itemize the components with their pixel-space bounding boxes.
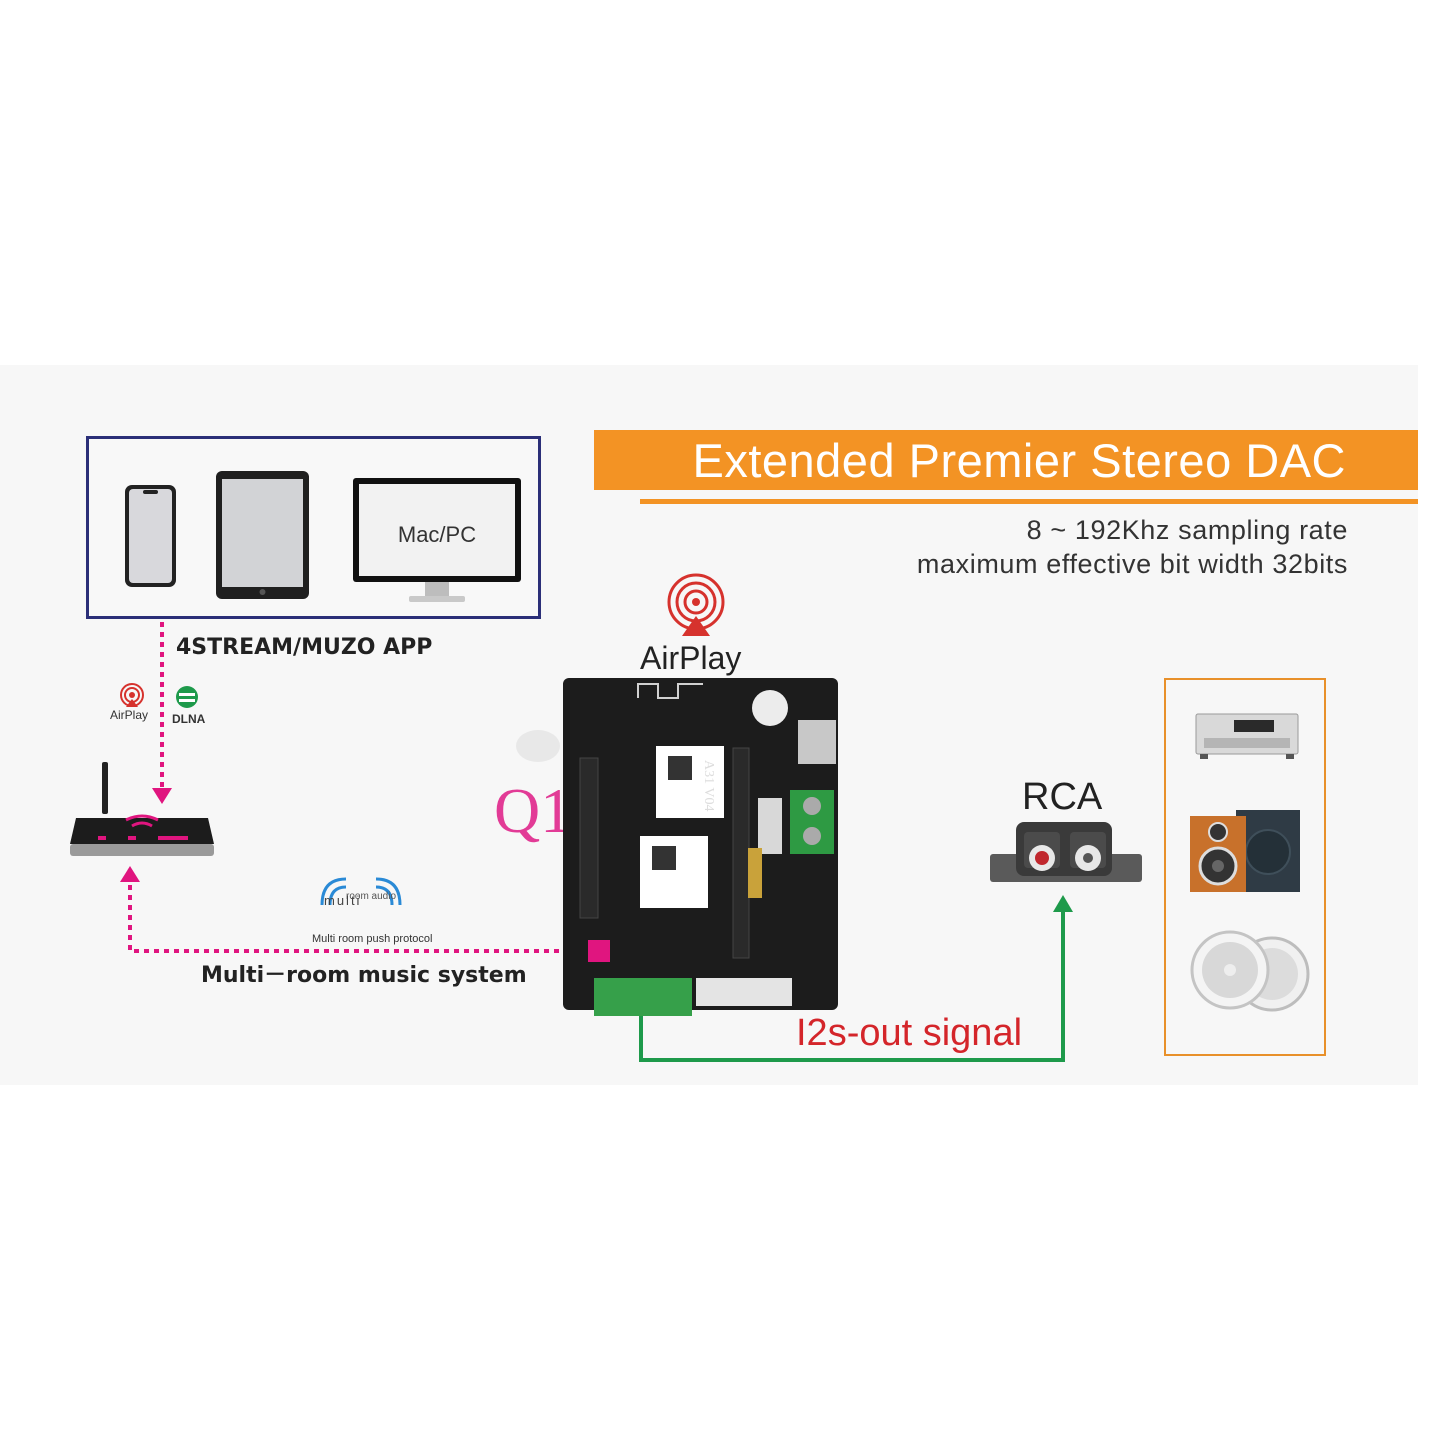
ceiling-speaker-icon bbox=[1190, 930, 1310, 1012]
smartphone-icon bbox=[125, 485, 176, 587]
product-title-banner: Extended Premier Stereo DAC bbox=[594, 430, 1418, 490]
spec-sampling-rate: 8 ~ 192Khz sampling rate bbox=[1026, 515, 1348, 545]
spec-bit-width: maximum effective bit width 32bits bbox=[916, 549, 1348, 579]
rca-label: RCA bbox=[1022, 776, 1103, 818]
airplay-small-icon bbox=[120, 683, 144, 707]
multiroom-audio-logo: room audio multi Multi room push protoco… bbox=[312, 875, 432, 945]
airplay-small-label: AirPlay bbox=[110, 708, 149, 722]
wifi-router-icon bbox=[70, 762, 214, 856]
monitor-icon bbox=[353, 478, 521, 602]
dlna-label: DLNA bbox=[172, 712, 206, 726]
multiroom-protocol-caption: Multi room push protocol bbox=[312, 933, 433, 945]
mac-pc-monitor: Mac/PC bbox=[353, 478, 521, 608]
airplay-large-label: AirPlay bbox=[640, 640, 742, 676]
speaker-icon bbox=[1190, 810, 1300, 892]
app-label: 4STREAM/MUZO APP bbox=[176, 635, 433, 660]
i2s-signal-label: I2s-out signal bbox=[796, 1012, 1023, 1054]
multiroom-line bbox=[128, 875, 592, 953]
rca-jack-icon bbox=[990, 822, 1142, 882]
board-silkscreen: A31 V04 bbox=[701, 760, 716, 812]
i2s-line bbox=[639, 908, 1065, 1062]
banner-underline bbox=[640, 499, 1418, 504]
green-arrow-up-icon bbox=[1053, 895, 1073, 912]
model-label: Q1 bbox=[494, 775, 573, 846]
dlna-icon bbox=[176, 686, 198, 708]
circuit-board-illustration bbox=[516, 678, 838, 1016]
arrow-up-icon bbox=[120, 866, 140, 882]
multiroom-system-label: Multi－room music system bbox=[201, 963, 527, 988]
computer-label: Mac/PC bbox=[397, 522, 477, 547]
output-devices-box bbox=[1164, 678, 1326, 1056]
airplay-large-icon bbox=[667, 573, 725, 636]
multiroom-waves-icon bbox=[320, 877, 402, 906]
arrow-down-icon bbox=[152, 788, 172, 804]
multiroom-logo-top: room audio bbox=[346, 891, 397, 902]
tablet-icon bbox=[216, 471, 309, 599]
multiroom-logo-word: multi bbox=[324, 893, 362, 908]
amplifier-icon bbox=[1195, 713, 1299, 759]
